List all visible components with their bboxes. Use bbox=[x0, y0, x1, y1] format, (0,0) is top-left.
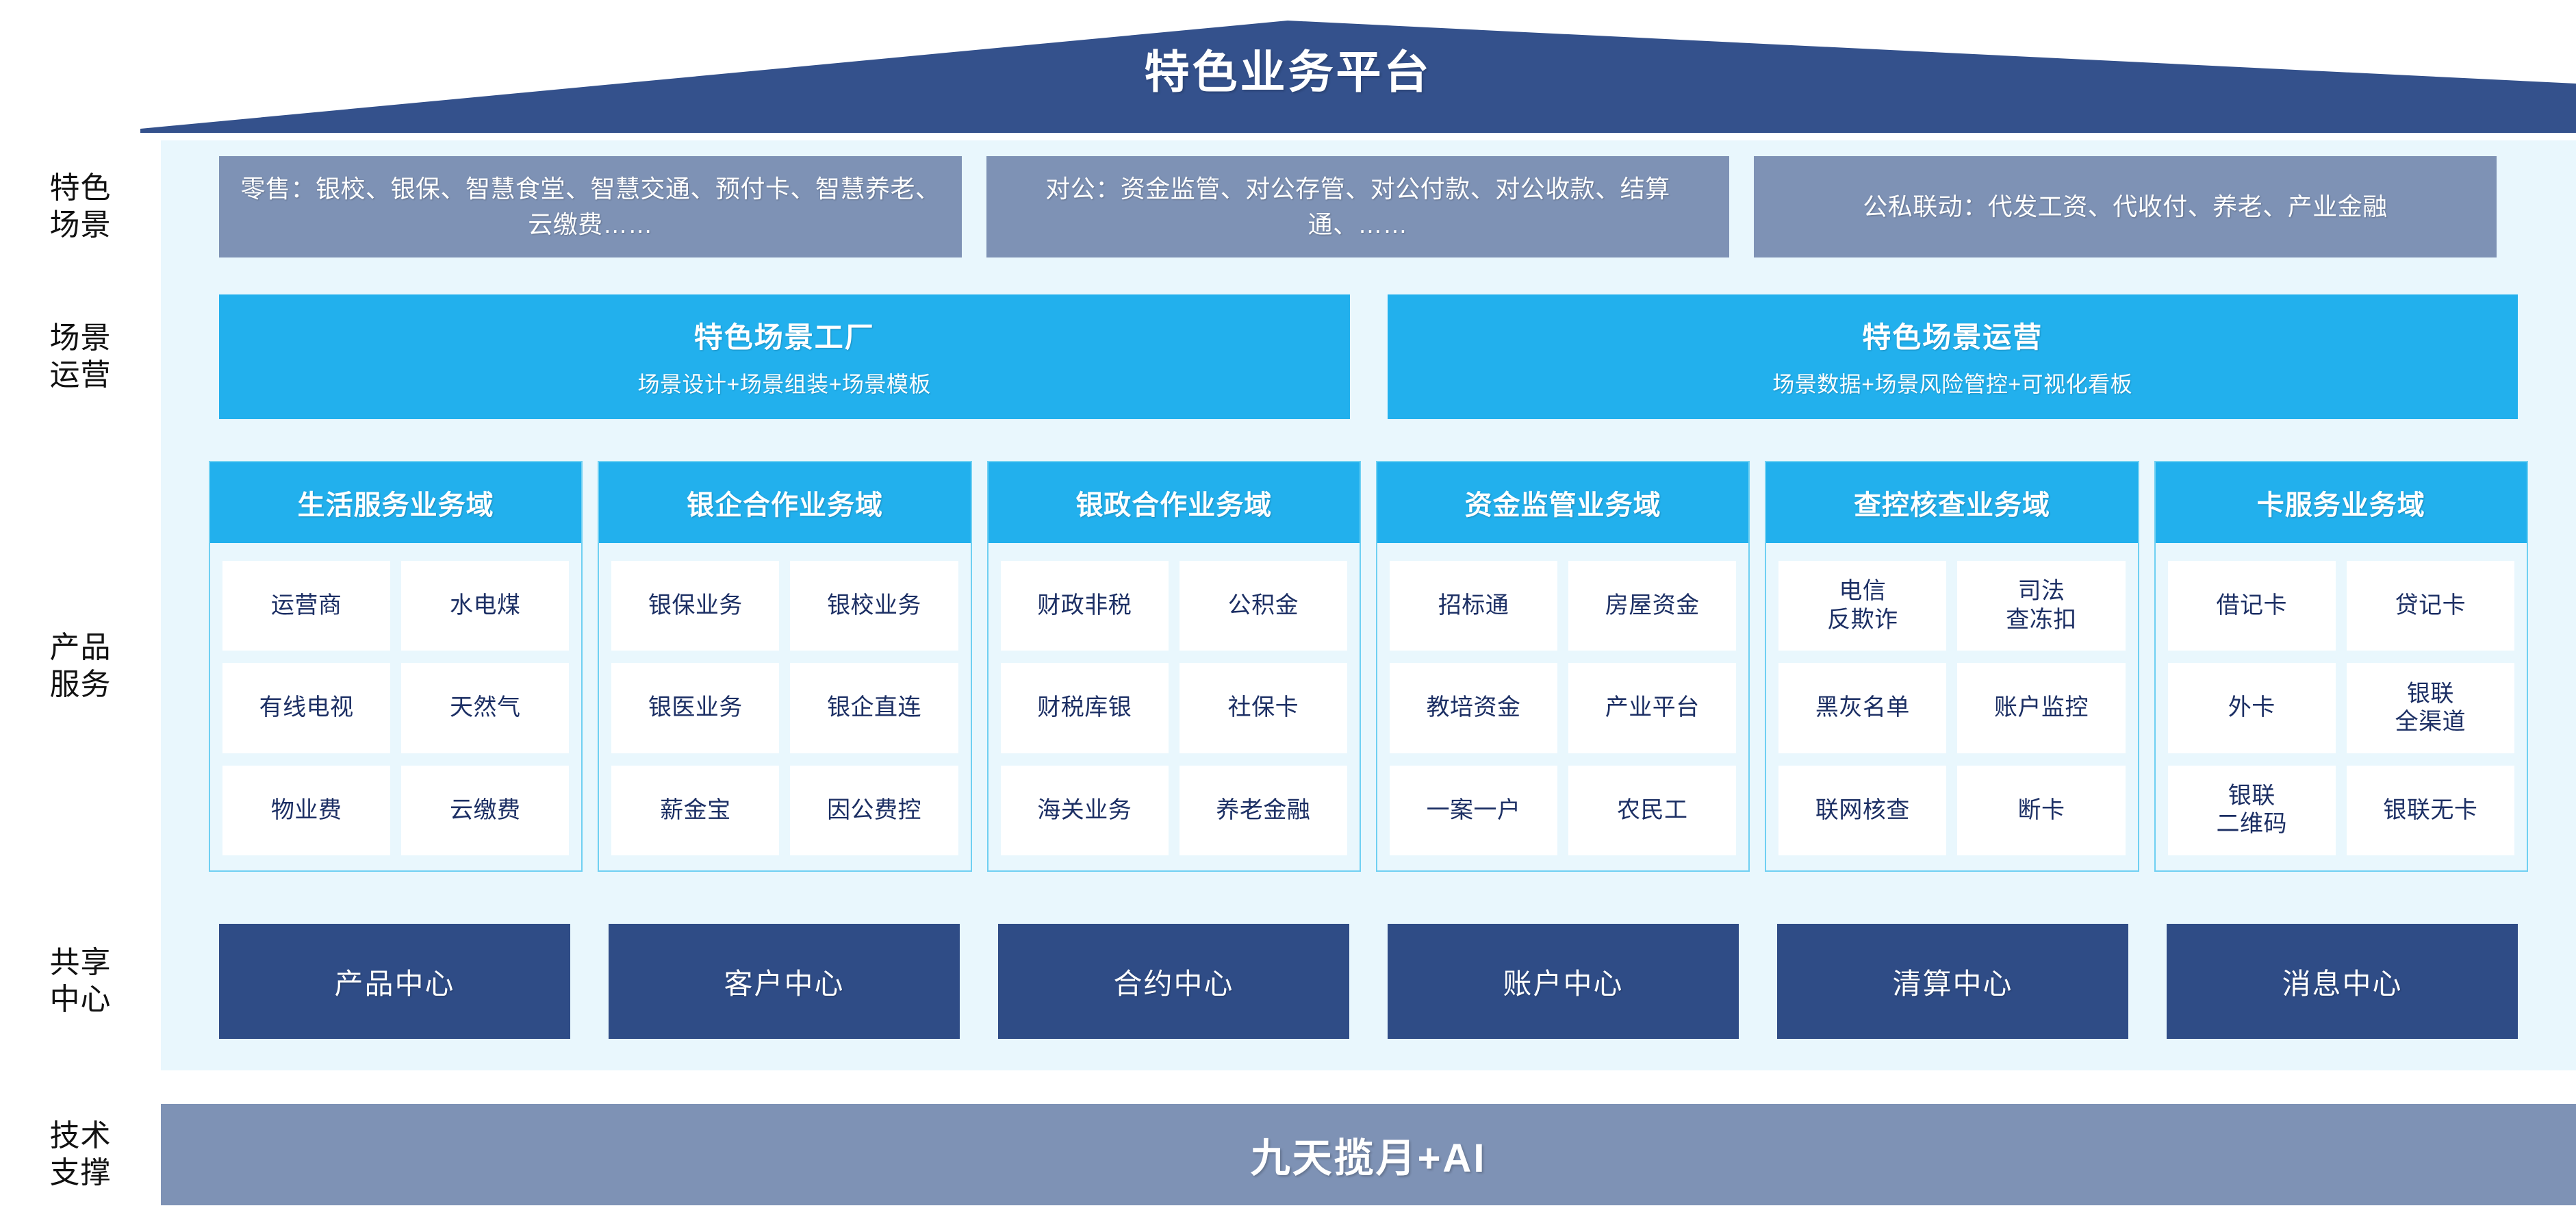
row-label-scenario: 特色 场景 bbox=[0, 140, 161, 273]
row-label-products-line1: 产品 bbox=[49, 631, 112, 665]
product-cell[interactable]: 房屋资金 bbox=[1568, 561, 1737, 651]
product-cell[interactable]: 电信 反欺诈 bbox=[1778, 561, 1947, 651]
row-label-operations-line2: 运营 bbox=[49, 357, 112, 392]
row-label-shared-center-line1: 共享 bbox=[49, 946, 112, 980]
tech-support-bar[interactable]: 九天揽月+AI bbox=[161, 1104, 2576, 1205]
product-cell[interactable]: 物业费 bbox=[222, 765, 391, 855]
page-title: 特色业务平台 bbox=[1144, 47, 1432, 97]
domain-grid-fund-supervision: 招标通 房屋资金 教培资金 产业平台 一案一户 农民工 bbox=[1377, 543, 1748, 870]
product-cell[interactable]: 教培资金 bbox=[1389, 663, 1558, 753]
row-label-scenario-line1: 特色 bbox=[49, 171, 112, 205]
product-cell[interactable]: 银联 二维码 bbox=[2167, 765, 2336, 855]
row-label-tech-support-line2: 支撑 bbox=[49, 1156, 112, 1190]
shared-center-account[interactable]: 账户中心 bbox=[1388, 924, 1739, 1039]
shared-center-panel: 产品中心 客户中心 合约中心 账户中心 清算中心 消息中心 bbox=[161, 892, 2576, 1070]
product-cell[interactable]: 银医业务 bbox=[611, 663, 780, 753]
scenario-strip: 零售：银校、银保、智慧食堂、智慧交通、预付卡、智慧养老、云缴费…… 对公：资金监… bbox=[161, 140, 2576, 273]
product-cell[interactable]: 财税库银 bbox=[1000, 663, 1169, 753]
domain-title-card-service: 卡服务业务域 bbox=[2155, 462, 2527, 543]
domain-title-fund-supervision: 资金监管业务域 bbox=[1377, 462, 1749, 543]
domain-title-investigation-control: 查控核查业务域 bbox=[1766, 462, 2138, 543]
product-cell[interactable]: 产业平台 bbox=[1568, 663, 1737, 753]
product-cell[interactable]: 公积金 bbox=[1179, 561, 1347, 651]
ops-box-scene-operation-subtitle: 场景数据+场景风险管控+可视化看板 bbox=[1772, 372, 2133, 397]
ops-box-scene-factory-title: 特色场景工厂 bbox=[693, 321, 875, 353]
domain-title-bank-enterprise: 银企合作业务域 bbox=[599, 462, 971, 543]
domain-title-life-service: 生活服务业务域 bbox=[210, 462, 582, 543]
row-label-scenario-line2: 场景 bbox=[49, 208, 112, 242]
domain-column-card-service: 卡服务业务域 借记卡 贷记卡 外卡 银联 全渠道 银联 二维码 银联无卡 bbox=[2154, 461, 2528, 872]
scenario-panel: 零售：银校、银保、智慧食堂、智慧交通、预付卡、智慧养老、云缴费…… 对公：资金监… bbox=[161, 140, 2576, 273]
domain-title-bank-government: 银政合作业务域 bbox=[988, 462, 1360, 543]
product-cell[interactable]: 一案一户 bbox=[1389, 765, 1558, 855]
products-strip: 生活服务业务域 运营商 水电煤 有线电视 天然气 物业费 云缴费 银企合作业务域… bbox=[161, 440, 2576, 892]
row-label-products-line2: 服务 bbox=[49, 668, 112, 701]
product-cell[interactable]: 农民工 bbox=[1568, 765, 1737, 855]
row-label-tech-support: 技术 支撑 bbox=[0, 1104, 161, 1205]
row-label-shared-center: 共享 中心 bbox=[0, 892, 161, 1070]
product-cell[interactable]: 联网核查 bbox=[1778, 765, 1947, 855]
product-cell[interactable]: 有线电视 bbox=[222, 663, 391, 753]
shared-center-message[interactable]: 消息中心 bbox=[2167, 924, 2518, 1039]
shared-center-product[interactable]: 产品中心 bbox=[219, 924, 570, 1039]
ops-box-scene-operation[interactable]: 特色场景运营 场景数据+场景风险管控+可视化看板 bbox=[1387, 294, 2518, 419]
product-cell[interactable]: 贷记卡 bbox=[2346, 561, 2514, 651]
product-cell[interactable]: 天然气 bbox=[401, 663, 570, 753]
shared-center-settlement[interactable]: 清算中心 bbox=[1777, 924, 2128, 1039]
row-label-operations: 场景 运营 bbox=[0, 273, 161, 440]
ops-box-scene-factory-subtitle: 场景设计+场景组装+场景模板 bbox=[637, 372, 931, 397]
product-cell[interactable]: 断卡 bbox=[1957, 765, 2126, 855]
domain-column-life-service: 生活服务业务域 运营商 水电煤 有线电视 天然气 物业费 云缴费 bbox=[209, 461, 583, 872]
scenario-box-retail[interactable]: 零售：银校、银保、智慧食堂、智慧交通、预付卡、智慧养老、云缴费…… bbox=[219, 155, 962, 257]
product-cell[interactable]: 银联 全渠道 bbox=[2346, 663, 2514, 753]
product-cell[interactable]: 账户监控 bbox=[1957, 663, 2126, 753]
row-label-tech-support-line1: 技术 bbox=[49, 1119, 112, 1153]
product-cell[interactable]: 银校业务 bbox=[790, 561, 958, 651]
shared-center-contract[interactable]: 合约中心 bbox=[998, 924, 1349, 1039]
tech-support-label: 九天揽月+AI bbox=[1250, 1136, 1487, 1181]
ops-box-scene-factory[interactable]: 特色场景工厂 场景设计+场景组装+场景模板 bbox=[219, 294, 1350, 419]
domain-grid-bank-government: 财政非税 公积金 财税库银 社保卡 海关业务 养老金融 bbox=[989, 543, 1360, 870]
domain-column-bank-enterprise: 银企合作业务域 银保业务 银校业务 银医业务 银企直连 薪金宝 因公费控 bbox=[598, 461, 972, 872]
product-cell[interactable]: 云缴费 bbox=[401, 765, 570, 855]
row-label-operations-line1: 场景 bbox=[49, 320, 112, 355]
product-cell[interactable]: 外卡 bbox=[2167, 663, 2336, 753]
domain-column-fund-supervision: 资金监管业务域 招标通 房屋资金 教培资金 产业平台 一案一户 农民工 bbox=[1375, 461, 1750, 872]
domain-column-investigation-control: 查控核查业务域 电信 反欺诈 司法 查冻扣 黑灰名单 账户监控 联网核查 断卡 bbox=[1765, 461, 2139, 872]
product-cell[interactable]: 财政非税 bbox=[1000, 561, 1169, 651]
operations-panel: 特色场景工厂 场景设计+场景组装+场景模板 特色场景运营 场景数据+场景风险管控… bbox=[161, 273, 2576, 440]
product-cell[interactable]: 社保卡 bbox=[1179, 663, 1347, 753]
shared-center-customer[interactable]: 客户中心 bbox=[609, 924, 960, 1039]
product-cell[interactable]: 黑灰名单 bbox=[1778, 663, 1947, 753]
product-cell[interactable]: 银保业务 bbox=[611, 561, 780, 651]
domain-grid-life-service: 运营商 水电煤 有线电视 天然气 物业费 云缴费 bbox=[210, 543, 581, 870]
products-panel: 生活服务业务域 运营商 水电煤 有线电视 天然气 物业费 云缴费 银企合作业务域… bbox=[161, 440, 2576, 892]
product-cell[interactable]: 借记卡 bbox=[2167, 561, 2336, 651]
product-cell[interactable]: 薪金宝 bbox=[611, 765, 780, 855]
roof-shape-icon bbox=[140, 21, 2576, 133]
product-cell[interactable]: 养老金融 bbox=[1179, 765, 1347, 855]
product-cell[interactable]: 因公费控 bbox=[790, 765, 958, 855]
operations-strip: 特色场景工厂 场景设计+场景组装+场景模板 特色场景运营 场景数据+场景风险管控… bbox=[161, 273, 2576, 440]
row-label-products: 产品 服务 bbox=[0, 440, 161, 892]
product-cell[interactable]: 运营商 bbox=[222, 561, 391, 651]
domain-grid-investigation-control: 电信 反欺诈 司法 查冻扣 黑灰名单 账户监控 联网核查 断卡 bbox=[1766, 543, 2137, 870]
shared-center-strip: 产品中心 客户中心 合约中心 账户中心 清算中心 消息中心 bbox=[161, 892, 2576, 1070]
product-cell[interactable]: 司法 查冻扣 bbox=[1957, 561, 2126, 651]
platform-header: 特色业务平台 bbox=[0, 0, 2576, 140]
scenario-box-public-private[interactable]: 公私联动：代发工资、代收付、养老、产业金融 bbox=[1754, 155, 2497, 257]
domain-grid-card-service: 借记卡 贷记卡 外卡 银联 全渠道 银联 二维码 银联无卡 bbox=[2156, 543, 2527, 870]
row-label-shared-center-line2: 中心 bbox=[49, 983, 112, 1016]
product-cell[interactable]: 水电煤 bbox=[401, 561, 570, 651]
product-cell[interactable]: 银企直连 bbox=[790, 663, 958, 753]
product-cell[interactable]: 银联无卡 bbox=[2346, 765, 2514, 855]
domain-column-bank-government: 银政合作业务域 财政非税 公积金 财税库银 社保卡 海关业务 养老金融 bbox=[986, 461, 1361, 872]
scenario-box-corporate[interactable]: 对公：资金监管、对公存管、对公付款、对公收款、结算通、…… bbox=[986, 155, 1729, 257]
product-cell[interactable]: 招标通 bbox=[1389, 561, 1558, 651]
product-cell[interactable]: 海关业务 bbox=[1000, 765, 1169, 855]
domain-grid-bank-enterprise: 银保业务 银校业务 银医业务 银企直连 薪金宝 因公费控 bbox=[599, 543, 970, 870]
ops-box-scene-operation-title: 特色场景运营 bbox=[1862, 321, 2043, 353]
